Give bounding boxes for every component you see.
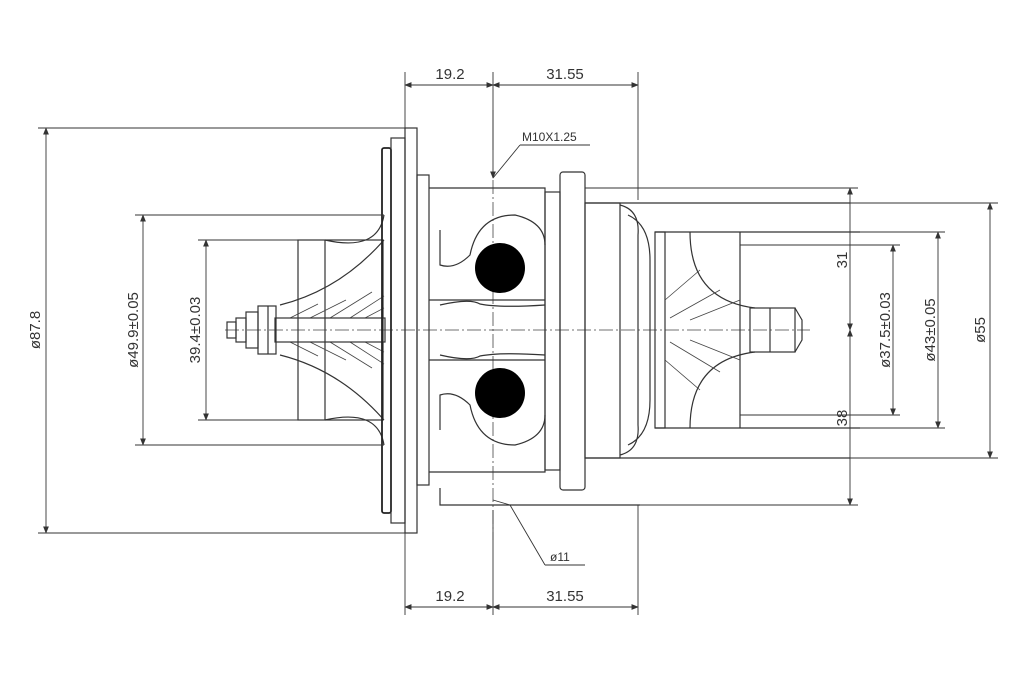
label-upper-offset: 31 xyxy=(834,252,851,269)
shaft-and-nut xyxy=(226,305,386,355)
dim-thread: M10X1.25 xyxy=(490,110,590,179)
label-top-19-2: 19.2 xyxy=(435,66,464,83)
label-turbine-outer: ø55 xyxy=(972,317,989,343)
turbine-wheel xyxy=(654,231,860,429)
compressor-wheel xyxy=(279,214,385,446)
dim-top: 19.2 31.55 xyxy=(404,66,639,200)
dim-turbine-inner: ø37.5±0.03 xyxy=(740,244,900,416)
label-compressor-outer: ø49.9±0.05 xyxy=(125,292,142,368)
dim-compressor-outer: ø49.9±0.05 xyxy=(125,214,384,446)
dim-turbine-mid: ø43±0.05 xyxy=(860,231,945,429)
dim-shaft: ø11 xyxy=(492,499,585,566)
upper-oil-port xyxy=(475,243,525,293)
label-lower-offset: 38 xyxy=(834,410,851,427)
dim-bottom: 19.2 31.55 xyxy=(404,505,639,615)
dim-overall: ø87.8 xyxy=(27,127,405,534)
label-bottom-19-2: 19.2 xyxy=(435,588,464,605)
label-turbine-mid: ø43±0.05 xyxy=(922,298,939,361)
label-turbine-inner: ø37.5±0.03 xyxy=(877,292,894,368)
label-overall-dia: ø87.8 xyxy=(27,311,44,349)
label-top-31-55: 31.55 xyxy=(546,66,584,83)
turbine-flange xyxy=(544,171,850,491)
label-thread: M10X1.25 xyxy=(522,130,577,144)
lower-oil-port xyxy=(475,368,525,418)
back-plate xyxy=(381,127,430,534)
dim-offsets: 31 38 xyxy=(585,187,858,506)
label-bottom-31-55: 31.55 xyxy=(546,588,584,605)
dim-compressor-inner: 39.4±0.03 xyxy=(187,239,298,421)
label-shaft-dia: ø11 xyxy=(550,550,570,564)
dim-turbine-outer: ø55 xyxy=(850,202,998,459)
label-compressor-inner: 39.4±0.03 xyxy=(187,297,204,364)
